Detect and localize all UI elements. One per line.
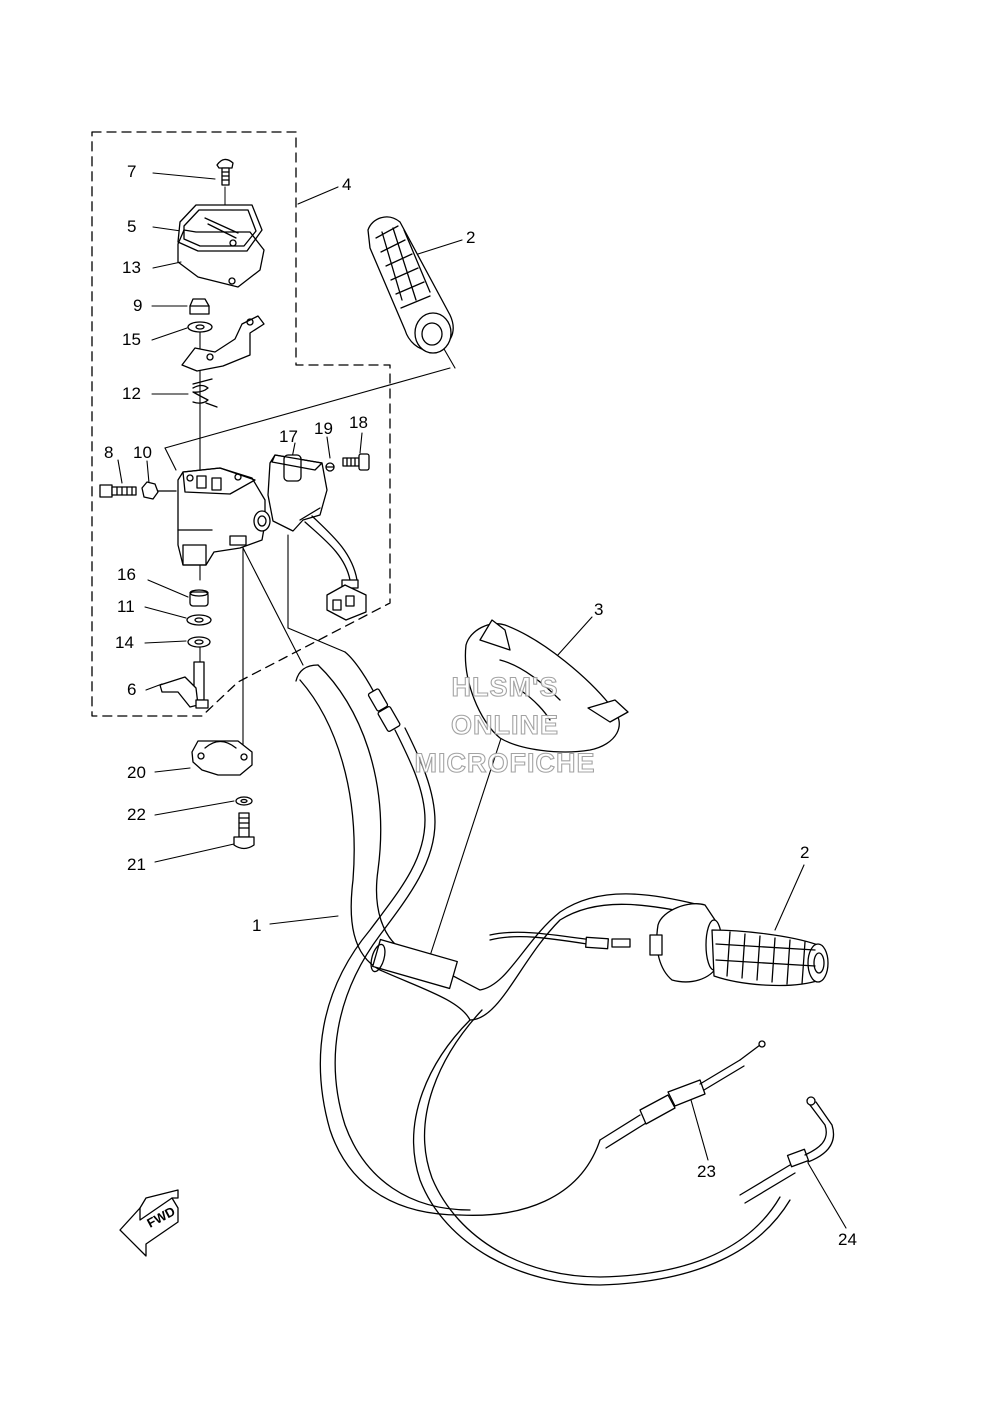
callout-20: 20 [127,763,146,782]
callout-1: 1 [252,916,262,935]
assembly-lines [164,322,508,963]
washer-15 [187,321,213,333]
callout-6: 6 [127,680,137,699]
nut-9 [189,298,210,315]
bracket [181,315,265,372]
guard-3 [464,619,629,753]
watermark-line-2: ONLINE [450,709,559,740]
leader-lines [117,172,847,1229]
watermark-line-3: MICROFICHE [414,747,596,778]
callout-2-right: 2 [800,843,810,862]
callout-4: 4 [342,175,352,194]
callout-21: 21 [127,855,146,874]
spring-12 [192,378,218,408]
gasket-13 [177,229,265,288]
screw-7 [216,158,234,186]
callout-13: 13 [122,258,141,277]
callout-10: 10 [133,443,152,462]
screw-21 [233,812,255,850]
nut-10 [141,481,159,500]
callout-8: 8 [104,443,114,462]
callout-18: 18 [349,413,368,432]
watermark-line-1: HLSM'S [451,671,559,702]
callout-11: 11 [117,597,135,616]
callout-3: 3 [594,600,604,619]
callout-16: 16 [117,565,136,584]
grip-2-top [367,216,454,354]
callout-15: 15 [122,330,141,349]
callout-19: 19 [314,419,333,438]
switch-housing [177,467,271,566]
throttle-cable-top [489,931,631,950]
washer-22 [235,796,253,806]
cover-5 [177,204,263,252]
cable-left [319,651,471,1216]
bolt-8 [99,484,137,498]
wire-harness [304,515,367,621]
callout-9: 9 [133,296,143,315]
assembly-outline [91,131,391,717]
switch-17 [267,454,328,532]
callout-17: 17 [279,427,298,446]
fwd-arrow-icon [119,1189,179,1257]
throttle-housing [649,903,723,983]
collar-16 [189,589,209,607]
lever-6 [159,661,209,709]
callout-23: 23 [697,1162,716,1181]
cable-loop [412,1009,791,1286]
callout-12: 12 [122,384,141,403]
cable-24 [739,1096,835,1204]
washer-11 [186,614,212,626]
callout-24: 24 [838,1230,857,1249]
cable-23 [599,1040,766,1149]
screw-19 [325,462,335,472]
washer-14 [187,636,211,648]
callout-14: 14 [115,633,134,652]
callout-5: 5 [127,217,137,236]
callout-2-top: 2 [466,228,476,247]
bolt-18 [342,453,370,471]
callout-22: 22 [127,805,146,824]
handlebar-1 [295,664,701,1021]
grip-2-right [711,929,829,987]
clamp-20 [191,740,253,776]
callout-7: 7 [127,162,137,181]
